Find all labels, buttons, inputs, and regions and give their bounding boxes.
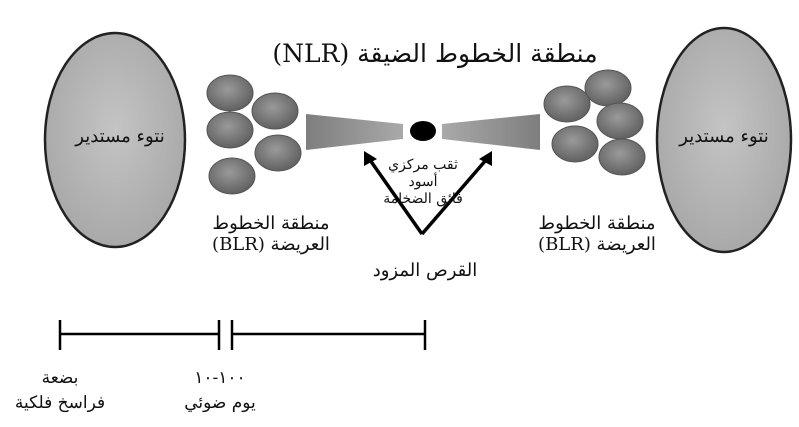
scale-right-line1: ١٠٠-١٠	[170, 366, 270, 391]
black-hole-label: ثقب مركزي أسود فائق الضخامة	[368, 157, 478, 207]
right-torus-label: نتوء مستدير	[659, 127, 789, 148]
cloud	[597, 103, 643, 139]
cloud	[209, 158, 255, 194]
cloud	[585, 70, 631, 106]
black-hole-line3: فائق الضخامة	[368, 191, 478, 208]
scale-left-line2: فراسخ فلكية	[10, 391, 110, 416]
blr-left-line1: منطقة الخطوط	[196, 214, 346, 235]
right-blr-clouds	[544, 70, 645, 175]
blr-right-label: منطقة الخطوط العريضة (BLR)	[522, 214, 672, 255]
blr-right-line2: العريضة (BLR)	[522, 235, 672, 256]
accretion-disk-label: القرص المزود	[350, 261, 500, 282]
scale-left-line1: بضعة	[10, 366, 110, 391]
scale-bar	[60, 320, 425, 350]
left-blr-clouds	[207, 75, 301, 194]
black-hole-line1: ثقب مركزي	[368, 157, 478, 174]
scale-right-label: ١٠٠-١٠ يوم ضوئي	[170, 366, 270, 415]
black-hole-line2: أسود	[368, 174, 478, 191]
cloud	[207, 75, 253, 111]
scale-right-line2: يوم ضوئي	[170, 391, 270, 416]
scale-left-label: بضعة فراسخ فلكية	[10, 366, 110, 415]
cloud	[552, 126, 598, 162]
blr-left-label: منطقة الخطوط العريضة (BLR)	[196, 214, 346, 255]
right-jet	[442, 114, 540, 150]
central-black-hole	[410, 121, 436, 141]
cloud	[207, 112, 253, 148]
left-jet	[306, 114, 403, 150]
cloud	[599, 139, 645, 175]
blr-right-line1: منطقة الخطوط	[522, 214, 672, 235]
cloud	[252, 93, 298, 129]
cloud	[255, 135, 301, 171]
left-torus-label: نتوء مستدير	[55, 127, 185, 148]
nlr-title: منطقة الخطوط الضيقة (NLR)	[270, 40, 600, 69]
cloud	[544, 86, 590, 122]
blr-left-line2: العريضة (BLR)	[196, 235, 346, 256]
